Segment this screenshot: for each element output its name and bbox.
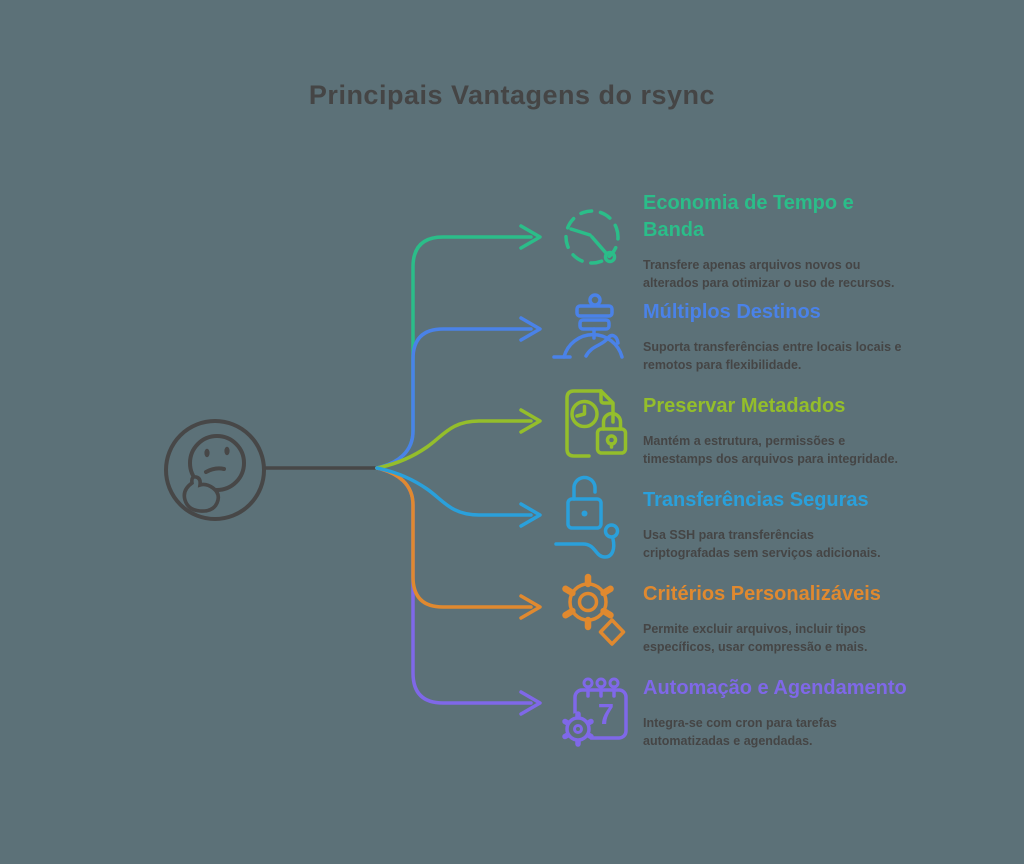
signpost-icon: [552, 293, 624, 359]
benefit-row-seguras: Transferências Seguras Usa SSH para tran…: [643, 487, 965, 562]
benefit-description: Suporta transferências entre locais loca…: [643, 340, 902, 372]
arrowhead-criterios: [519, 594, 542, 620]
benefit-row-metadados: Preservar Metadados Mantém a estrutura, …: [643, 393, 965, 468]
arrowheads: [519, 224, 542, 716]
benefit-row-criterios: Critérios Personalizáveis Permite exclui…: [643, 581, 965, 656]
branch-curve-economia: [375, 235, 533, 470]
benefit-description: Permite excluir arquivos, incluir tipos …: [643, 622, 868, 654]
benefit-title: Transferências Seguras: [643, 489, 869, 511]
arrowhead-destinos: [519, 316, 542, 342]
arrowhead-metadados: [519, 408, 542, 434]
arrowhead-automacao: [519, 690, 542, 716]
branch-curve-destinos: [375, 327, 533, 470]
benefit-title: Automação e Agendamento: [643, 677, 907, 699]
branch-curve-metadados: [375, 419, 533, 470]
arrowhead-seguras: [519, 502, 542, 528]
diagram-title: Principais Vantagens do rsync: [308, 80, 716, 110]
branch-curve-automacao: [375, 466, 533, 705]
benefit-title: Economia de Tempo e Banda: [643, 192, 854, 241]
benefit-row-destinos: Múltiplos Destinos Suporta transferência…: [643, 299, 965, 374]
branch-curve-criterios: [375, 466, 533, 609]
calendar-gear: [562, 711, 594, 747]
benefit-title: Preservar Metadados: [643, 395, 846, 417]
document-metadata-icon: [565, 389, 628, 458]
benefit-description: Transfere apenas arquivos novos ou alter…: [643, 258, 895, 290]
calendar-digit: 7: [598, 699, 614, 731]
benefit-row-economia: Economia de Tempo e Banda Transfere apen…: [643, 190, 965, 292]
benefit-description: Integra-se com cron para tarefas automat…: [643, 716, 837, 748]
benefit-description: Usa SSH para transferências criptografad…: [643, 528, 881, 560]
benefit-title: Critérios Personalizáveis: [643, 583, 881, 605]
arrowhead-economia: [519, 224, 542, 250]
padlock-cable-icon: [554, 475, 620, 559]
benefit-description: Mantém a estrutura, permissões e timesta…: [643, 434, 898, 466]
timer-icon: [564, 209, 620, 265]
branch-curves: [375, 235, 533, 705]
thinking-face-icon: [164, 419, 266, 521]
benefit-row-automacao: Automação e Agendamento Integra-se com c…: [643, 675, 965, 750]
branch-curve-seguras: [375, 466, 533, 517]
benefit-title: Múltiplos Destinos: [643, 301, 821, 323]
gear-sparkle-icon: [562, 573, 626, 646]
calendar-gear-icon: 7: [562, 677, 628, 747]
calendar-rings: [582, 677, 620, 698]
